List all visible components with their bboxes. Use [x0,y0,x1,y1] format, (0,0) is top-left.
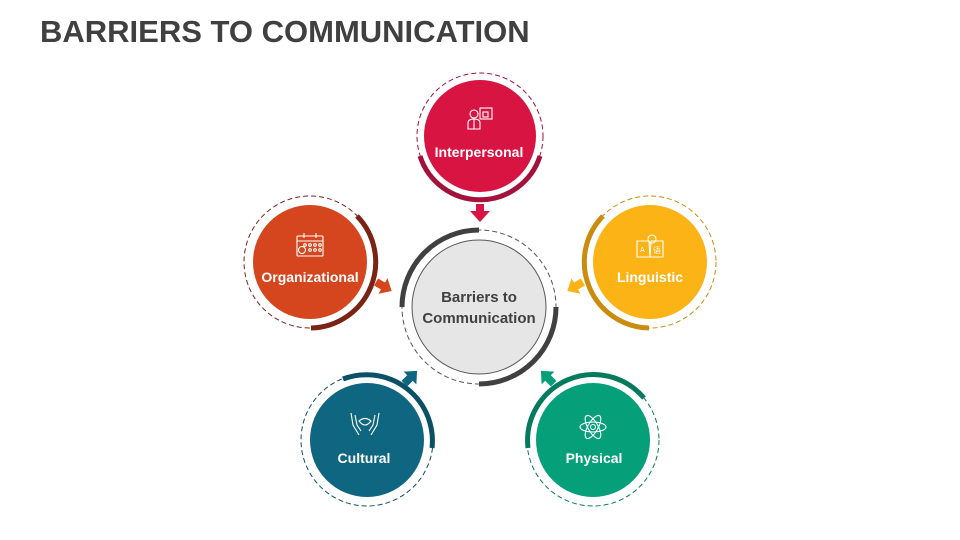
node-linguistic[interactable] [581,195,717,331]
page-title: BARRIERS TO COMMUNICATION [40,14,530,49]
center-node [399,227,559,387]
svg-text:A: A [640,247,645,254]
arrow-physical [540,370,557,387]
node-label-interpersonal: Interpersonal [434,144,524,160]
arrow-interpersonal [470,204,490,222]
arrow-cultural [401,370,418,387]
node-label-cultural: Cultural [337,450,391,466]
node-physical[interactable] [525,372,660,507]
node-cultural[interactable] [300,372,435,507]
language-book-icon: A 语 [636,234,664,258]
calendar-icon [296,233,324,257]
svg-text:语: 语 [653,245,661,255]
node-label-physical: Physical [565,450,623,466]
hands-icon [350,412,380,436]
center-label-line2: Communication [422,310,536,327]
center-label-line1: Barriers to [441,289,517,306]
node-label-linguistic: Linguistic [616,269,684,285]
atom-icon [579,414,607,440]
node-interpersonal[interactable] [416,72,544,203]
node-label-organizational: Organizational [261,269,359,285]
arrow-linguistic [567,278,585,294]
node-organizational[interactable] [243,195,379,331]
arrow-organizational [374,278,392,294]
businessman-icon [467,107,493,130]
center-label: Barriers to Communication [409,287,549,329]
